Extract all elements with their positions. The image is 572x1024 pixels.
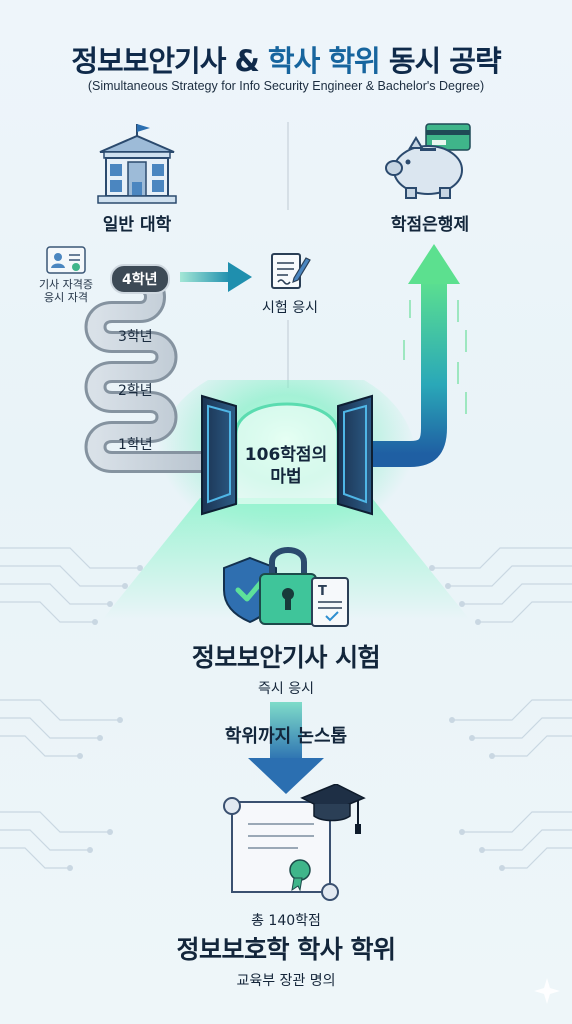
padlock-icon [259, 547, 317, 625]
title-part-1: 정보보안기사 & [71, 44, 268, 78]
degree-arrow-shaft [270, 702, 302, 762]
check-icon [235, 577, 266, 602]
circuit-dots-right [429, 565, 505, 871]
gate-icon [201, 394, 373, 516]
security-icons: T [223, 547, 349, 627]
degree-title: 정보보호학 학사 학위 [176, 935, 396, 964]
circuit-lines-right [432, 547, 572, 869]
exam-note-label: 시험 응시 [262, 300, 318, 316]
svg-text:T: T [318, 584, 327, 599]
graduation-cap-icon [300, 784, 366, 834]
nonstop-label: 학위까지 논스톱 [224, 726, 348, 747]
cert-note-line-1: 기사 자격증 [38, 278, 94, 291]
title-part-3: 동시 공략 [379, 44, 502, 78]
credit-bank-label: 학점은행제 [390, 215, 470, 235]
winding-road [87, 274, 218, 470]
year-3-label: 3학년 [118, 329, 153, 345]
university-label: 일반 대학 [102, 215, 172, 235]
year-1-label: 1학년 [118, 437, 153, 453]
university-icon [97, 124, 177, 204]
year-2-label: 2학년 [118, 383, 153, 399]
exam-arrow-head [228, 262, 252, 292]
exam-document-icon [271, 253, 311, 289]
circuit-dots-left [67, 565, 143, 871]
credit-bank-arrow-head [408, 244, 460, 284]
diploma-icon [223, 784, 366, 901]
exam-subtitle: 즉시 응시 [258, 681, 314, 697]
circuit-lines-left [0, 547, 140, 869]
degree-arrow-head [248, 758, 324, 794]
degree-credits: 총 140학점 [251, 913, 321, 929]
gate-label-line-1: 106학점의 [244, 445, 328, 465]
gate-label: 106학점의 마법 [226, 444, 346, 488]
exam-arrow-shaft [180, 272, 230, 282]
document-icon: T [311, 577, 349, 627]
piggy-bank-icon [385, 123, 471, 199]
degree-issuer: 교육부 장관 명의 [236, 973, 336, 989]
credit-bank-arrow-shaft [372, 280, 447, 467]
cert-note-line-2: 응시 자격 [44, 291, 88, 304]
page-title: 정보보안기사 & 학사 학위 동시 공략 [0, 38, 572, 80]
title-part-2: 학사 학위 [267, 44, 381, 78]
exam-title: 정보보안기사 시험 [191, 643, 381, 672]
page-subtitle: (Simultaneous Strategy for Info Security… [87, 79, 485, 93]
speed-lines [403, 300, 467, 414]
cert-note: 기사 자격증 응시 자격 [26, 278, 106, 304]
year-4-badge: 4학년 [110, 264, 170, 294]
gate-label-line-2: 마법 [270, 467, 302, 487]
sparkle-icon [534, 978, 560, 1004]
id-card-icon [46, 246, 86, 274]
